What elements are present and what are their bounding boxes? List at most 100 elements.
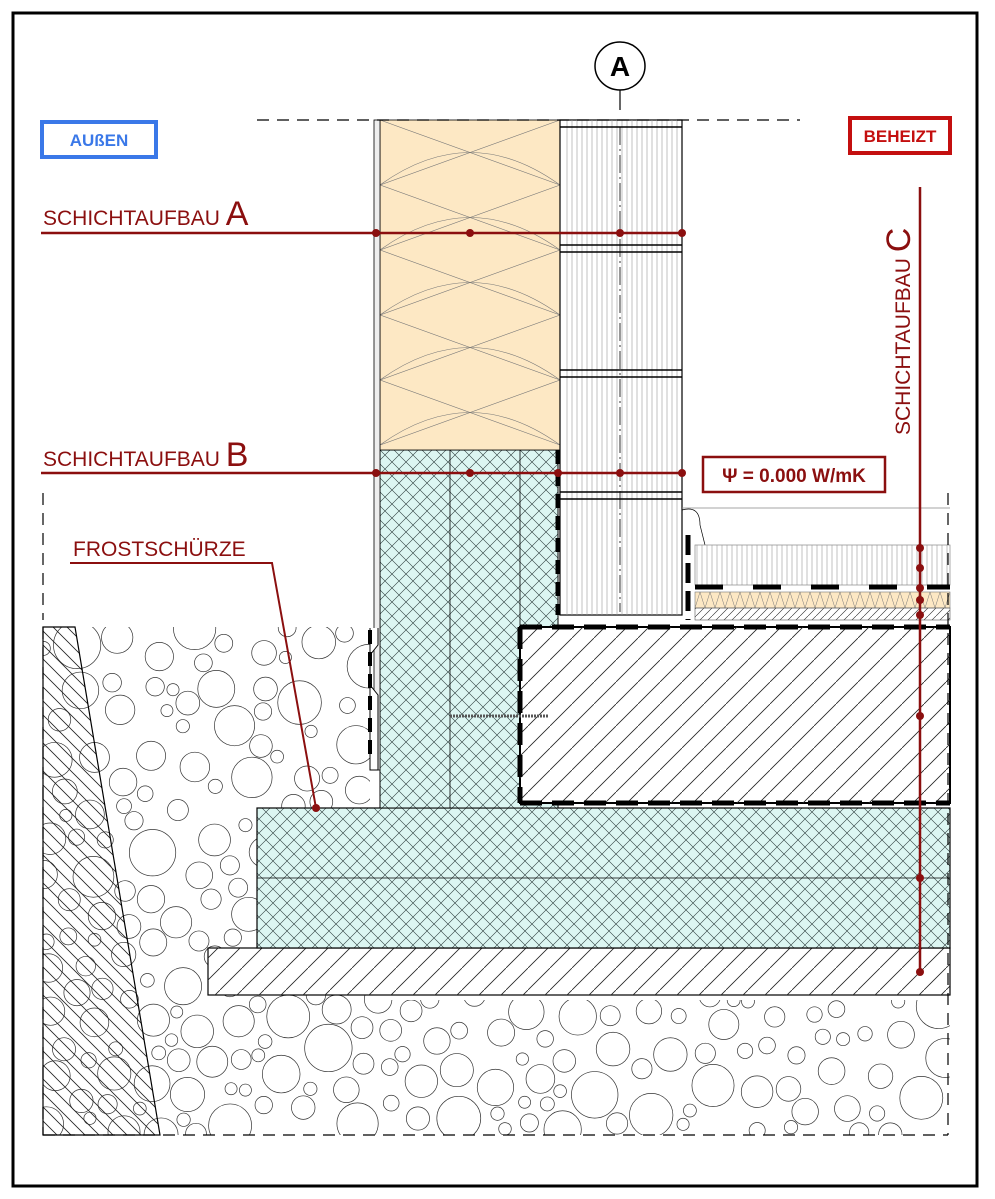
gravel-stone <box>764 1006 786 1028</box>
gravel-stone <box>102 673 122 693</box>
gravel-stone <box>379 1019 402 1042</box>
gravel-stone <box>683 1103 697 1118</box>
gravel-stone <box>849 1122 870 1135</box>
gravel-stone <box>197 670 236 708</box>
gravel-stone <box>552 1049 576 1073</box>
gravel-stone <box>164 1033 179 1047</box>
gravel-stone <box>124 811 144 831</box>
gravel-stone <box>185 1122 207 1135</box>
gravel-stone <box>694 1042 716 1064</box>
gravel-stone <box>251 640 277 666</box>
mineral-wool-insulation <box>379 119 561 451</box>
gravel-stone <box>101 627 134 654</box>
gravel-stone <box>335 627 354 643</box>
gravel-stone <box>539 1096 555 1112</box>
gravel-stone <box>558 997 597 1036</box>
gravel-stone <box>629 1093 674 1135</box>
gravel-stone <box>294 765 320 792</box>
svg-text:FROSTSCHÜRZE: FROSTSCHÜRZE <box>73 538 246 561</box>
gravel-stone <box>857 1026 873 1042</box>
gravel-stone <box>740 1075 774 1108</box>
gravel-stone <box>175 719 190 734</box>
gravel-stone <box>476 1068 514 1107</box>
gravel-stone <box>169 1076 205 1112</box>
gravel-stone <box>708 1009 740 1040</box>
gravel-stone <box>291 1095 316 1120</box>
gravel-stone <box>239 1083 252 1097</box>
gravel-stone <box>791 1097 819 1126</box>
gravel-stone <box>200 888 222 910</box>
gravel-stone <box>176 1112 191 1127</box>
gravel-stone <box>136 885 166 914</box>
gravel-stone <box>519 1113 539 1133</box>
gravel-stone <box>635 998 663 1025</box>
gravel-stone <box>175 690 201 716</box>
gravel-stone <box>899 1076 944 1120</box>
gravel-stone <box>248 995 267 1014</box>
svg-text:SCHICHTAUFBAU B: SCHICHTAUFBAU B <box>43 436 248 474</box>
gravel-stone <box>207 778 223 794</box>
gravel-stone <box>253 702 273 721</box>
gravel-stone <box>116 798 132 814</box>
gravel-stone <box>257 1034 273 1049</box>
gravel-stone <box>253 676 278 702</box>
gravel-stone <box>606 1112 629 1135</box>
gravel-stone <box>108 767 138 797</box>
gravel-stone <box>145 677 165 697</box>
floor-buildup <box>681 507 951 621</box>
axis-label: A <box>610 51 630 82</box>
gravel-stone <box>345 775 374 805</box>
gravel-stone <box>266 994 311 1039</box>
gravel-stone <box>599 1005 621 1027</box>
gravel-stone <box>137 785 154 802</box>
gravel-stone <box>498 1122 512 1135</box>
gravel-stone <box>543 1110 582 1135</box>
frost-skirt-annotation: FROSTSCHÜRZE <box>70 538 320 812</box>
gravel-stone <box>817 1057 846 1085</box>
gravel-stone <box>350 1016 374 1039</box>
gravel-stone <box>925 1038 950 1078</box>
gravel-stone <box>254 1096 273 1115</box>
gravel-stone <box>185 861 213 890</box>
cut-lines <box>42 119 949 1136</box>
gravel-stone <box>321 766 339 784</box>
layer-buildup-a: SCHICHTAUFBAU A <box>41 195 686 237</box>
gravel-stone <box>394 1046 411 1063</box>
gravel-stone <box>631 1058 653 1080</box>
svg-text:SCHICHTAUFBAU C: SCHICHTAUFBAU C <box>880 228 918 435</box>
gravel-stone <box>381 1058 399 1076</box>
gravel-stone <box>304 724 318 738</box>
gravel-stone <box>196 1045 229 1078</box>
gravel-stone <box>439 1053 474 1088</box>
gravel-stone <box>450 1021 468 1040</box>
gravel-stone <box>834 1095 861 1122</box>
gravel-stone <box>515 1052 529 1066</box>
gravel-stone <box>787 1046 806 1065</box>
gravel-stone <box>382 1094 400 1112</box>
gravel-stone <box>151 1045 167 1061</box>
gravel-stone <box>490 1106 505 1121</box>
gravel-stone <box>251 1048 266 1063</box>
gravel-stone <box>166 1048 191 1072</box>
gravel-stone <box>814 1028 831 1045</box>
gravel-stone <box>399 999 423 1023</box>
gravel-stone <box>653 1037 688 1072</box>
gravel-stone <box>304 1023 353 1073</box>
gravel-stone <box>887 1020 915 1049</box>
outside-zone-label: AUßEN <box>70 131 129 150</box>
gravel-stone <box>179 751 210 783</box>
gravel-stone <box>105 694 136 725</box>
gravel-stone <box>249 734 273 758</box>
gravel-stone <box>188 930 210 952</box>
gravel-stone <box>806 1006 823 1023</box>
gravel-stone <box>262 1054 301 1094</box>
gravel-stone <box>277 680 322 725</box>
gravel-stone <box>404 1064 438 1098</box>
gravel-stone <box>676 1117 690 1131</box>
gravel-stone <box>836 1032 850 1047</box>
gravel-stone <box>867 1063 894 1089</box>
gravel-stone <box>691 1064 735 1107</box>
gravel-stone <box>167 799 189 821</box>
gravel-stone <box>321 994 352 1025</box>
gravel-stone <box>238 818 253 833</box>
